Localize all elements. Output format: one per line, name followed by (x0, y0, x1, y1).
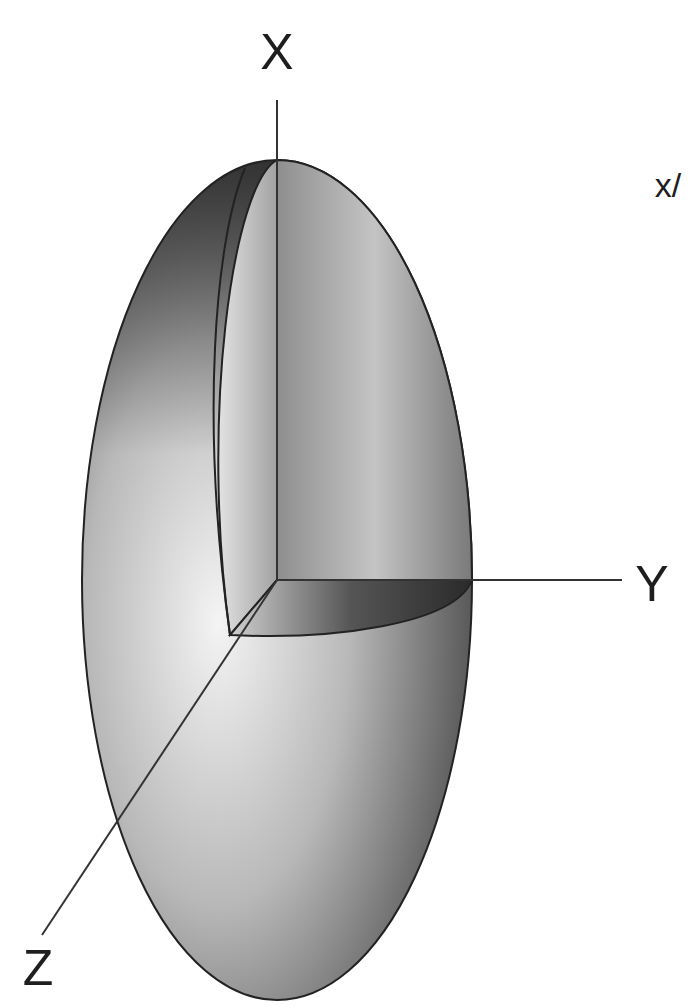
axis-label: Z (23, 943, 54, 993)
formula-label: x/ (655, 168, 681, 202)
axis-label: Y (635, 559, 668, 609)
axis-label: X (260, 27, 293, 77)
